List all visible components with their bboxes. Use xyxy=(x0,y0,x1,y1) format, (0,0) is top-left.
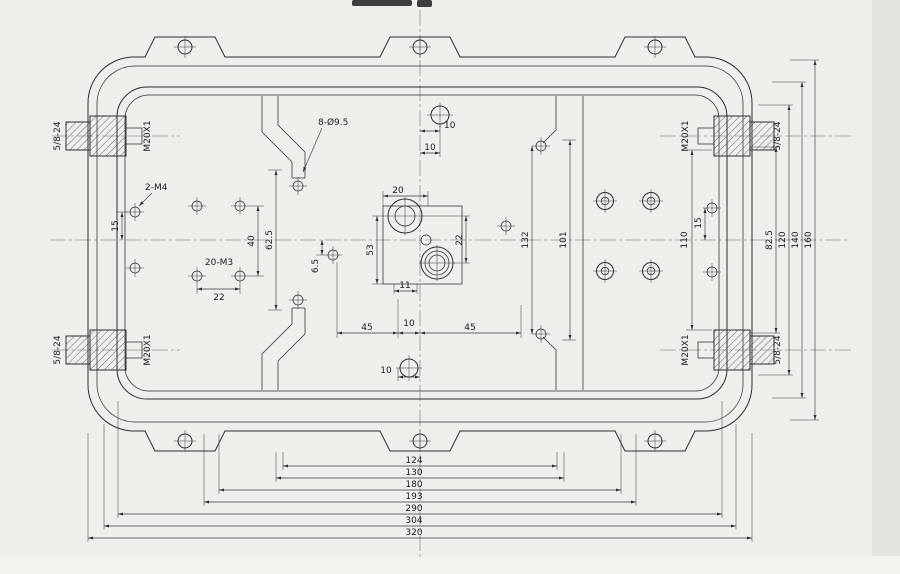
dim-label: 22 xyxy=(455,234,465,245)
connector-nut xyxy=(65,121,91,151)
channel-top-left xyxy=(261,96,293,178)
cover-outline-inner xyxy=(124,94,720,392)
dimensions-bottom: 124 130 180 193 290 304 320 xyxy=(87,401,753,542)
thread-label-metric: M20X1 xyxy=(143,120,153,151)
thread-label-unf: 5/8-24 xyxy=(53,121,63,150)
scan-edge-bottom xyxy=(0,556,900,574)
dim-label: 132 xyxy=(521,231,531,248)
tap-callout-m4-label: 2-M4 xyxy=(145,183,168,193)
dim-label: 10 xyxy=(444,121,456,131)
dim-label: 180 xyxy=(405,480,422,490)
dim-label: 45 xyxy=(464,323,475,333)
dim-label: 40 xyxy=(247,235,257,247)
cover-face xyxy=(116,86,728,400)
dim-label: 130 xyxy=(405,468,422,478)
dim-label: 120 xyxy=(778,231,788,248)
connector-left-bottom: M20X1 5/8-24 xyxy=(53,329,153,371)
connector-body xyxy=(89,115,127,157)
dim-label: 193 xyxy=(405,492,422,502)
dimensions-left: 15 40 62.5 6.5 22 xyxy=(111,169,324,311)
callouts: 8-Ø9.5 2-M4 20-M3 xyxy=(138,117,348,268)
dim-label: 53 xyxy=(366,244,376,255)
connector-bore xyxy=(697,127,714,145)
dim-label: 10 xyxy=(424,143,436,153)
leader-line xyxy=(302,127,323,173)
connector-nut xyxy=(749,335,775,365)
dim-label: 45 xyxy=(361,323,372,333)
scan-edge-right xyxy=(872,0,900,574)
module-plate xyxy=(382,205,463,285)
connector-nut xyxy=(65,335,91,365)
dim-label: 15 xyxy=(694,217,704,228)
connector-body xyxy=(89,329,127,371)
dim-label: 160 xyxy=(804,231,814,248)
dim-label: 10 xyxy=(403,319,415,329)
dim-label: 320 xyxy=(405,528,422,538)
dimensions-right: 132 101 110 15 82.5 120 140 160 xyxy=(521,59,819,421)
dim-label: 82.5 xyxy=(765,230,775,250)
channel-top-left xyxy=(277,96,306,178)
thread-label-unf: 5/8-24 xyxy=(773,121,783,150)
small-bore xyxy=(420,234,432,246)
thread-label-metric: M20X1 xyxy=(681,120,691,151)
connector-bore xyxy=(697,341,714,359)
housing-outline xyxy=(87,35,753,453)
channel-bottom-left xyxy=(261,308,293,390)
dim-label: 15 xyxy=(111,220,121,231)
dim-label: 6.5 xyxy=(311,259,321,273)
connector-right-top: M20X1 5/8-24 xyxy=(681,115,783,157)
dim-label: 101 xyxy=(559,231,569,248)
thread-label-unf: 5/8-24 xyxy=(773,335,783,364)
cropped-print-artifact xyxy=(352,0,432,7)
channel-right-top xyxy=(542,96,557,144)
connector-body xyxy=(713,115,751,157)
connector-bore xyxy=(126,341,143,359)
hole-callout-label: 8-Ø9.5 xyxy=(318,117,348,128)
thread-label-metric: M20X1 xyxy=(143,334,153,365)
cover-outline-outer xyxy=(116,86,728,400)
dim-label: 304 xyxy=(405,516,422,526)
channel-right-bottom xyxy=(542,336,557,390)
tap-callout-m3-label: 20-M3 xyxy=(205,258,233,268)
internal-features xyxy=(125,96,722,390)
dim-label: 124 xyxy=(405,456,422,466)
dim-label: 22 xyxy=(213,293,224,303)
connector-bore xyxy=(126,127,143,145)
dim-label: 11 xyxy=(399,281,410,291)
dim-label: 110 xyxy=(680,231,690,248)
connector-nut xyxy=(749,121,775,151)
connector-right-bottom: M20X1 5/8-24 xyxy=(681,329,783,371)
dim-label: 290 xyxy=(405,504,422,514)
channel-bottom-left xyxy=(277,308,306,390)
dim-label: 140 xyxy=(791,231,801,248)
dim-label: 62.5 xyxy=(265,230,275,250)
dimensions-center: 10 10 20 22 53 11 45 10 45 10 xyxy=(336,121,522,381)
thread-label-unf: 5/8-24 xyxy=(53,335,63,364)
thread-label-metric: M20X1 xyxy=(681,334,691,365)
connector-left-top: M20X1 5/8-24 xyxy=(53,115,153,157)
dim-label: 10 xyxy=(380,366,392,376)
inner-wall-outline xyxy=(96,65,744,423)
leader-line xyxy=(138,192,153,207)
dim-label: 20 xyxy=(392,186,404,196)
outer-body-outline xyxy=(87,36,753,452)
connector-body xyxy=(713,329,751,371)
